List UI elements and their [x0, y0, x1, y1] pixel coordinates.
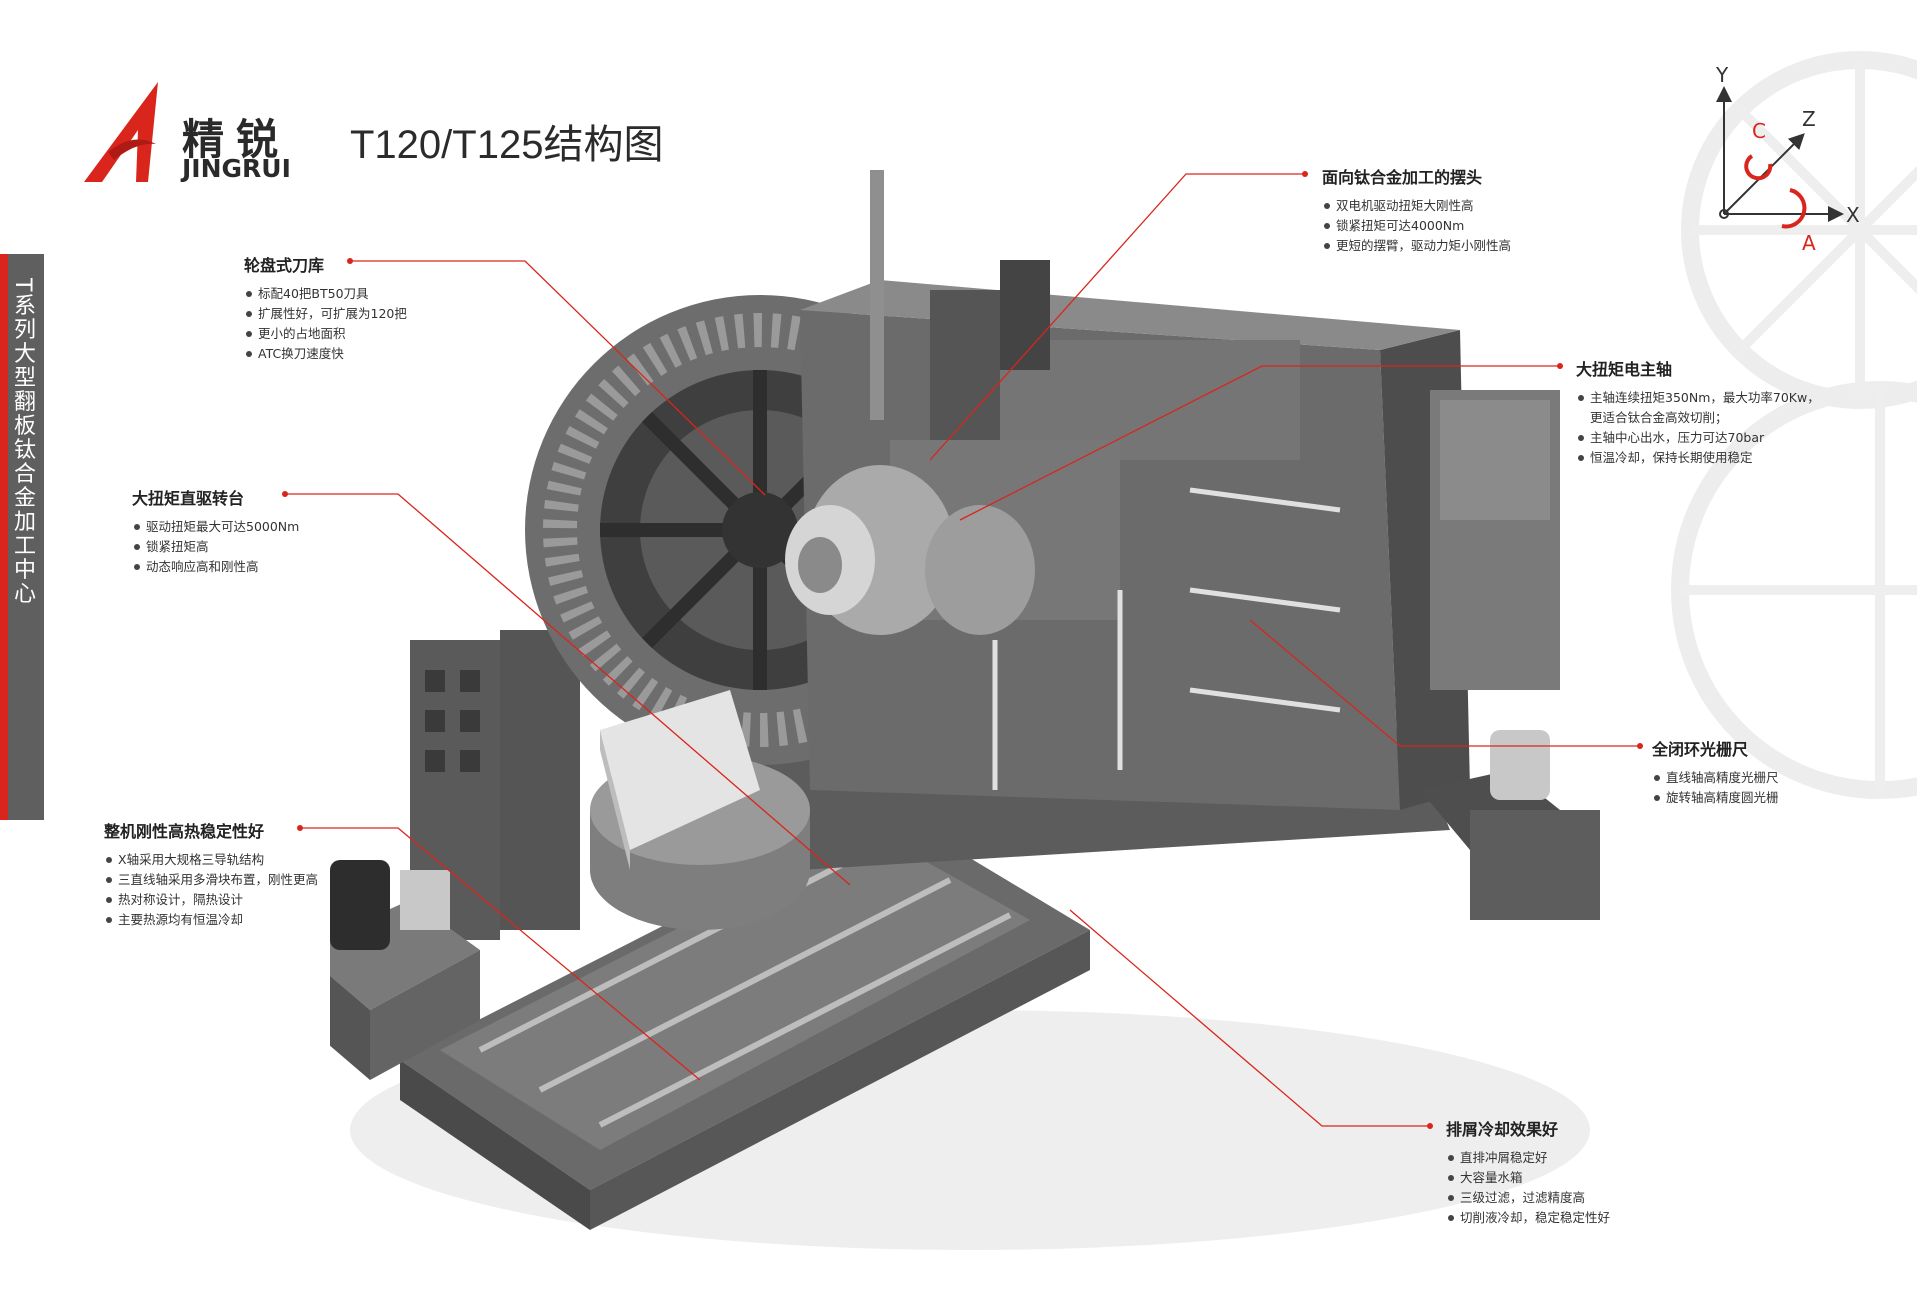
side-tab-label: T系列大型翻板钛合金加工中心: [10, 278, 35, 606]
callout-grating: 全闭环光栅尺 直线轴高精度光栅尺 旋转轴高精度圆光栅: [1652, 736, 1779, 808]
callout-item: 驱动扭矩最大可达5000Nm: [132, 517, 299, 537]
callout-item: 切削液冷却，稳定稳定性好: [1446, 1208, 1610, 1228]
side-tab-accent: [0, 254, 8, 820]
callout-item: 更小的占地面积: [244, 324, 407, 344]
callout-title: 大扭矩电主轴: [1576, 360, 1673, 379]
callout-title: 大扭矩直驱转台: [132, 489, 245, 508]
callout-item: ATC换刀速度快: [244, 344, 407, 364]
coordinate-axes-diagram: Y Z X C A: [1715, 63, 1860, 255]
callout-item: 热对称设计，隔热设计: [104, 890, 318, 910]
callout-item: 旋转轴高精度圆光栅: [1652, 788, 1779, 808]
page-title: T120/T125结构图: [350, 123, 664, 167]
callout-item: 更适合钛合金高效切削；: [1590, 410, 1728, 425]
callout-item: 更短的摆臂，驱动力矩小刚性高: [1322, 236, 1511, 256]
callout-title: 整机刚性高热稳定性好: [104, 822, 265, 841]
callout-item: 主要热源均有恒温冷却: [104, 910, 318, 930]
callout-item: 扩展性好，可扩展为120把: [244, 304, 407, 324]
callout-item: 大容量水箱: [1446, 1168, 1610, 1188]
callout-spindle: 大扭矩电主轴 主轴连续扭矩350Nm，最大功率70Kw， 更适合钛合金高效切削；…: [1576, 356, 1820, 468]
callout-item: 主轴连续扭矩350Nm，最大功率70Kw，: [1576, 388, 1820, 408]
jingrui-logo-icon: [84, 82, 158, 182]
axis-z-label: Z: [1802, 107, 1816, 131]
callout-item: 直排冲屑稳定好: [1446, 1148, 1610, 1168]
callout-chip-coolant: 排屑冷却效果好 直排冲屑稳定好 大容量水箱 三级过滤，过滤精度高 切削液冷却，稳…: [1446, 1116, 1610, 1228]
axis-c-label: C: [1752, 119, 1766, 143]
callout-item: 双电机驱动扭矩大刚性高: [1322, 196, 1511, 216]
callout-item: 动态响应高和刚性高: [132, 557, 299, 577]
brand-logo: 精锐 JINGRUI: [78, 82, 298, 192]
callout-item: 恒温冷却，保持长期使用稳定: [1576, 448, 1820, 468]
callout-title: 面向钛合金加工的摆头: [1322, 168, 1483, 187]
callout-item: 三直线轴采用多滑块布置，刚性更高: [104, 870, 318, 890]
machine-illustration: [330, 170, 1600, 1250]
callout-rotary-table: 大扭矩直驱转台 驱动扭矩最大可达5000Nm 锁紧扭矩高 动态响应高和刚性高: [132, 485, 299, 577]
callout-title: 全闭环光栅尺: [1652, 740, 1749, 759]
callout-item: 锁紧扭矩高: [132, 537, 299, 557]
axis-a-label: A: [1802, 231, 1816, 255]
side-tab-bar: [6, 254, 44, 820]
axis-y-label: Y: [1715, 63, 1729, 87]
callout-item: 直线轴高精度光栅尺: [1652, 768, 1779, 788]
callout-item: 主轴中心出水，压力可达70bar: [1576, 428, 1820, 448]
series-side-tab: T系列大型翻板钛合金加工中心: [0, 254, 44, 820]
callout-title: 排屑冷却效果好: [1446, 1120, 1559, 1139]
brand-name-en: JINGRUI: [182, 154, 291, 183]
callout-swing-head: 面向钛合金加工的摆头 双电机驱动扭矩大刚性高 锁紧扭矩可达4000Nm 更短的摆…: [1322, 164, 1511, 256]
callout-item: 锁紧扭矩可达4000Nm: [1322, 216, 1511, 236]
callout-title: 轮盘式刀库: [244, 256, 325, 275]
callout-rigidity: 整机刚性高热稳定性好 X轴采用大规格三导轨结构 三直线轴采用多滑块布置，刚性更高…: [104, 818, 318, 930]
callout-item: X轴采用大规格三导轨结构: [104, 850, 318, 870]
axis-x-label: X: [1846, 203, 1860, 227]
callout-item: 三级过滤，过滤精度高: [1446, 1188, 1610, 1208]
brand-name-cn: 精锐: [182, 115, 291, 164]
background-wheel-graphic: [1671, 51, 1917, 799]
callout-tool-magazine: 轮盘式刀库 标配40把BT50刀具 扩展性好，可扩展为120把 更小的占地面积 …: [244, 252, 407, 364]
callout-item: 标配40把BT50刀具: [244, 284, 407, 304]
